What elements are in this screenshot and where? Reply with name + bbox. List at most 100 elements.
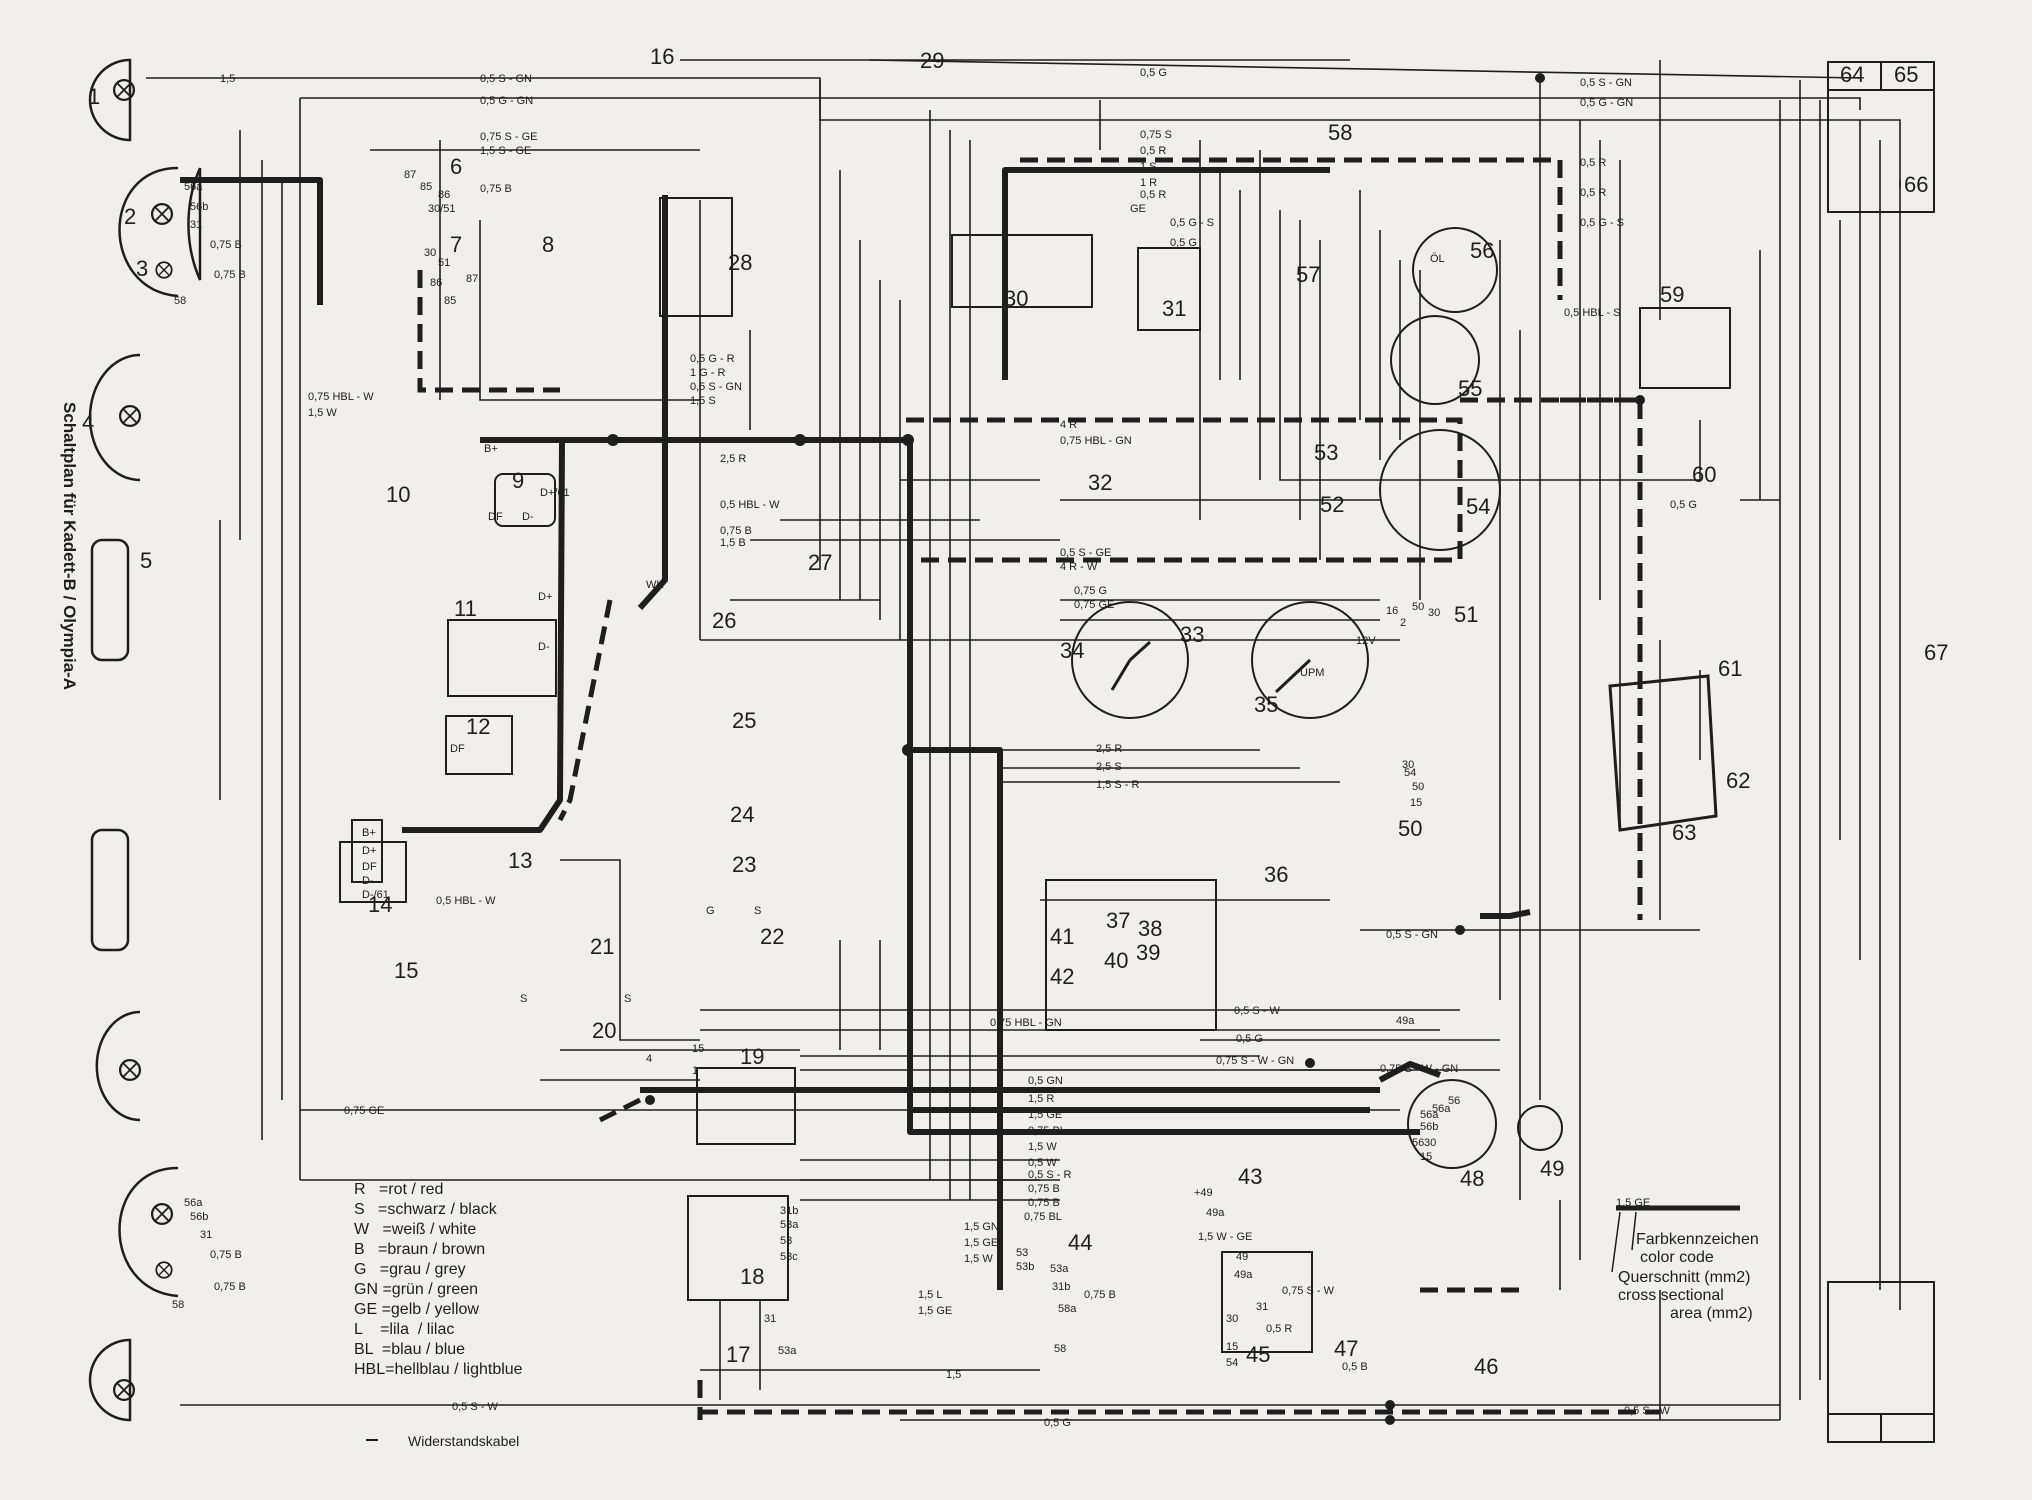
component-18: 18: [740, 1264, 764, 1289]
component-43: 43: [1238, 1164, 1262, 1189]
wire-label: 0,75 BL: [1028, 1125, 1066, 1137]
terminal-label: 56a: [1432, 1103, 1451, 1115]
terminal-label: 30: [1402, 759, 1414, 771]
component-8: 8: [542, 232, 554, 257]
terminal-label: 58: [172, 1299, 184, 1311]
terminal-label: 31: [190, 219, 202, 231]
wire-label: 1,5 GE: [964, 1237, 998, 1249]
wire-label: 0,75 B: [480, 183, 512, 195]
terminal-label: 31: [1256, 1301, 1268, 1313]
terminal-label: 15: [692, 1043, 704, 1055]
terminal-label: ÖL: [1430, 253, 1445, 265]
wire-label: 0,75 GE: [344, 1105, 384, 1117]
wire-label: 2,5 S: [1096, 761, 1122, 773]
component-46: 46: [1474, 1354, 1498, 1379]
wire-label: 0,5 S - R: [1028, 1169, 1071, 1181]
terminal-label: 31: [764, 1313, 776, 1325]
terminal-label: 86: [430, 277, 442, 289]
svg-text:Schaltplan für Kadett-B / Olym: Schaltplan für Kadett-B / Olympia-A: [60, 402, 79, 690]
wire-label: 0,5 S - GN: [1580, 77, 1632, 89]
terminal-label: 0,75 B: [1084, 1289, 1116, 1301]
component-27: 27: [808, 550, 832, 575]
wire-label: 1,5 L: [918, 1289, 942, 1301]
terminal-label: 12V: [1356, 635, 1376, 647]
wire-label: 1,5 S - R: [1096, 779, 1139, 791]
terminal-label: +49: [1194, 1187, 1213, 1199]
wire-label: 0,5 HBL - W: [436, 895, 496, 907]
component-37: 37: [1106, 908, 1130, 933]
wire-label: 1 R: [1140, 177, 1157, 189]
terminal-label: DF: [362, 861, 377, 873]
terminal-label: 56a: [184, 1197, 203, 1209]
terminal-label: 54: [1226, 1357, 1238, 1369]
wire-label: 0,5 S - W: [1234, 1005, 1280, 1017]
component-13: 13: [508, 848, 532, 873]
component-45: 45: [1246, 1342, 1270, 1367]
wire-label: 1,5 B: [720, 537, 746, 549]
resistance-cable-label: Widerstandskabel: [408, 1433, 519, 1449]
legend-item-yellow: GE =gelb / yellow: [354, 1301, 479, 1318]
cross-section-de: Querschnitt (mm2): [1618, 1269, 1750, 1286]
wire-label: 4 R: [1060, 419, 1077, 431]
wire-label: 0,75 S - W: [1282, 1285, 1335, 1297]
component-33: 33: [1180, 622, 1204, 647]
wire-code-legend: 1,5 GE Farbkennzeichen color code Quersc…: [1611, 1197, 1759, 1322]
component-57: 57: [1296, 262, 1320, 287]
terminal-label: D-: [522, 511, 534, 523]
terminal-label: 31b: [780, 1205, 798, 1217]
terminal-label: DF: [450, 743, 465, 755]
terminal-label: 2: [1400, 617, 1406, 629]
terminal-label: WK: [646, 579, 664, 591]
wire-label: 0,75 S: [1140, 129, 1172, 141]
component-22: 22: [760, 924, 784, 949]
wire-label: 2,5 R: [1096, 743, 1122, 755]
wire-labels: 1,5 0,5 S - GN 0,5 G - GN 0,5 G 0,5 S - …: [220, 67, 1697, 1429]
wire-label: 0,5 G - S: [1170, 217, 1214, 229]
terminal-label: 30: [424, 247, 436, 259]
diagram-title: Schaltplan für Kadett-B / Olympia-A: [60, 402, 79, 690]
component-12: 12: [466, 714, 490, 739]
component-55: 55: [1458, 376, 1482, 401]
wire-label: 0,5 G - S: [1580, 217, 1624, 229]
component-51: 51: [1454, 602, 1478, 627]
terminal-label: S: [520, 993, 527, 1005]
legend-item-black: S =schwarz / black: [354, 1201, 498, 1218]
wire-label: 0,5 R: [1266, 1323, 1292, 1335]
wire-label: 1,5 R: [1028, 1093, 1054, 1105]
terminal-label: 56b: [1420, 1121, 1438, 1133]
terminal-label: 49a: [1234, 1269, 1253, 1281]
wire-label: 0,5 R: [1580, 157, 1606, 169]
wire-label: 0,75 B: [720, 525, 752, 537]
component-52: 52: [1320, 492, 1344, 517]
terminal-label: D+: [538, 591, 552, 603]
terminal-label: 56: [1448, 1095, 1460, 1107]
wire-label: 1,5 S - GE: [480, 145, 531, 157]
terminal-label: 31b: [1052, 1281, 1070, 1293]
legend-item-green: GN =grün / green: [354, 1281, 478, 1298]
terminal-label: 58: [1054, 1343, 1066, 1355]
terminal-label: 56: [1412, 1137, 1424, 1149]
wire-label: 0,75 S - GE: [480, 131, 537, 143]
component-58: 58: [1328, 120, 1352, 145]
terminal-label: 30/51: [428, 203, 456, 215]
wire-label: 0,5 R: [1140, 145, 1166, 157]
wire-label: 0,75 G: [1074, 585, 1107, 597]
color-code-de: Farbkennzeichen: [1636, 1231, 1759, 1248]
component-7: 7: [450, 232, 462, 257]
component-23: 23: [732, 852, 756, 877]
component-17: 17: [726, 1342, 750, 1367]
terminal-label: 56b: [190, 201, 208, 213]
terminal-label: 58: [174, 295, 186, 307]
wire-label: 0,5 GN: [1028, 1075, 1063, 1087]
wire-label: 0,75 HBL - W: [308, 391, 374, 403]
terminal-label: UPM: [1300, 667, 1324, 679]
wire-label: 1 G - R: [690, 367, 726, 379]
component-48: 48: [1460, 1166, 1484, 1191]
wire-label: 0,5 G: [1170, 237, 1197, 249]
terminal-label: G: [706, 905, 715, 917]
terminal-labels: 56a 56b 31 0,75 B 0,75 B 58 87 85 86 30/…: [172, 169, 1460, 1369]
wire-label: 1,5 GN: [964, 1221, 999, 1233]
terminal-label: 0,75 B: [210, 239, 242, 251]
headlight-units: [88, 58, 202, 1422]
